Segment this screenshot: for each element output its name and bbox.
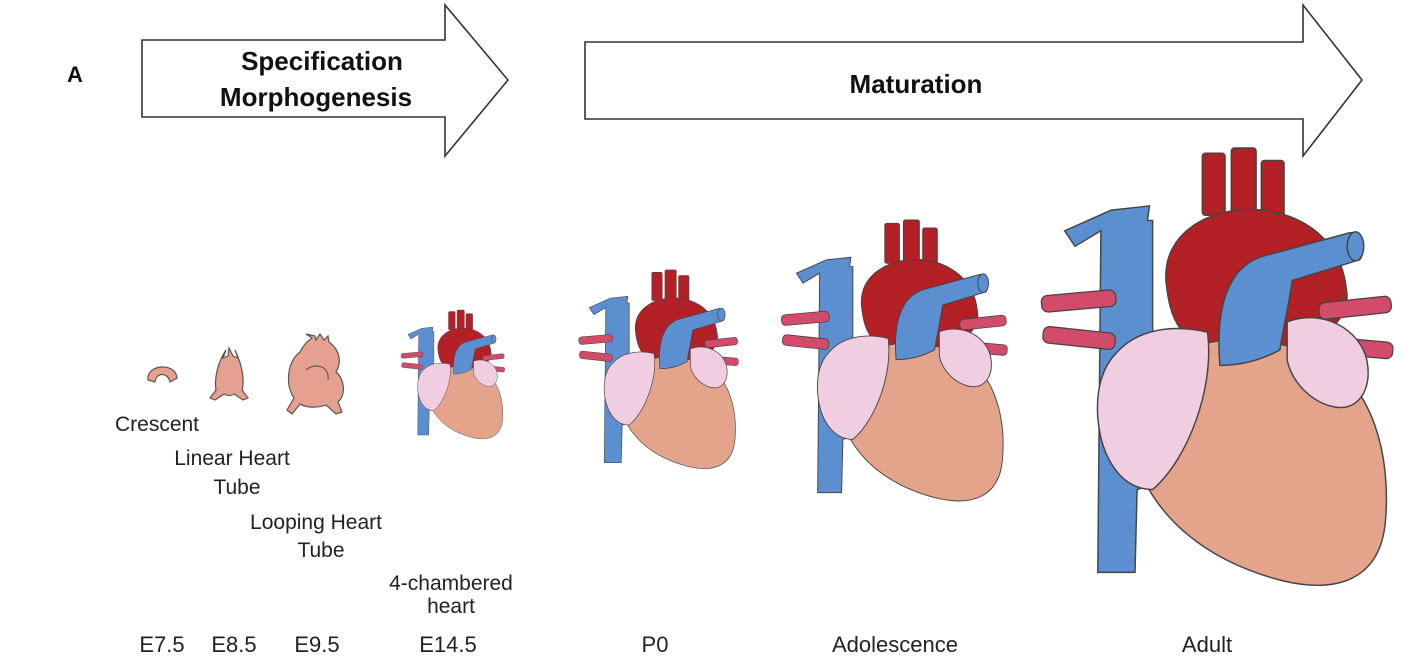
maturation-arrow bbox=[584, 2, 1364, 159]
timepoint-p0: P0 bbox=[642, 632, 669, 657]
heart-adult-icon bbox=[1040, 147, 1395, 586]
timepoint-e9-5: E9.5 bbox=[294, 632, 339, 657]
crescent-heart-icon bbox=[147, 366, 178, 383]
stage-label-looping-line2: Tube bbox=[297, 539, 344, 562]
panel-letter: A bbox=[67, 62, 83, 87]
looping-heart-tube-icon bbox=[286, 332, 344, 415]
timepoint-adult: Adult bbox=[1182, 632, 1232, 657]
timepoint-adolescence: Adolescence bbox=[832, 632, 958, 657]
stage-label-4-chambered-line1: 4-chambered bbox=[389, 572, 513, 595]
heart-e14-5-icon bbox=[400, 309, 506, 440]
stage-label-linear-line2: Tube bbox=[213, 476, 260, 499]
heart-adolescence-icon bbox=[780, 219, 1009, 502]
stage-label-crescent: Crescent bbox=[115, 413, 199, 436]
stage-label-linear-line1: Linear Heart bbox=[174, 447, 290, 470]
timepoint-e14-5: E14.5 bbox=[419, 632, 477, 657]
stage-label-4-chambered-line2: heart bbox=[427, 595, 475, 618]
maturation-label: Maturation bbox=[850, 69, 983, 99]
timepoint-e7-5: E7.5 bbox=[139, 632, 184, 657]
specification-arrow bbox=[141, 2, 510, 159]
heart-p0-icon bbox=[578, 269, 739, 469]
stage-label-looping-line1: Looping Heart bbox=[250, 511, 382, 534]
specification-label: Specification bbox=[241, 46, 403, 76]
morphogenesis-label: Morphogenesis bbox=[220, 82, 412, 112]
linear-heart-tube-icon bbox=[209, 345, 249, 401]
timepoint-e8-5: E8.5 bbox=[211, 632, 256, 657]
